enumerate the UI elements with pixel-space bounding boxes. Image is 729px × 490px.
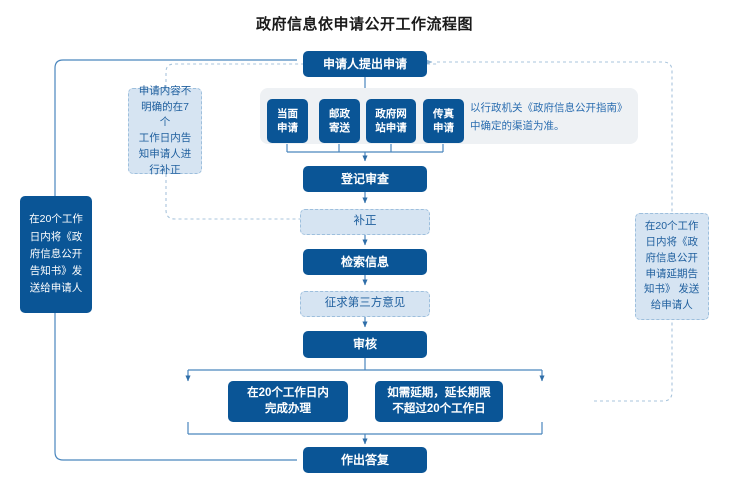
node-retrieve[interactable]: 检索信息 [303,249,427,275]
channel-note: 以行政机关《政府信息公开指南》 中确定的渠道为准。 [470,102,628,132]
node-review[interactable]: 审核 [303,331,427,358]
node-thirdparty[interactable]: 征求第三方意见 [300,291,430,317]
node-correct[interactable]: 补正 [300,209,430,235]
node-end[interactable]: 作出答复 [303,447,427,473]
page-title: 政府信息依申请公开工作流程图 [255,16,473,33]
channel-box-2[interactable]: 政府网 站申请 [366,99,416,143]
node-branch-ontime[interactable]: 在20个工作日内 完成办理 [228,381,348,422]
channel-box-0[interactable]: 当面 申请 [267,99,308,143]
note-left-supplement[interactable]: 申请内容不 明确的在7个 工作日内告 知申请人进 行补正 [128,85,202,176]
node-start[interactable]: 申请人提出申请 [303,51,427,77]
channel-box-3[interactable]: 传真 申请 [423,99,464,143]
node-branch-extend[interactable]: 如需延期，延长期限 不超过20个工作日 [375,381,503,422]
node-register[interactable]: 登记审查 [303,166,427,192]
channel-box-1[interactable]: 邮政 寄送 [319,99,360,143]
note-left-reply[interactable]: 在20个工作 日内将《政 府信息公开 告知书》发 送给申请人 [20,196,92,313]
note-right-extend[interactable]: 在20个工作 日内将《政 府信息公开 申请延期告 知书》 发送 给申请人 [635,213,709,320]
